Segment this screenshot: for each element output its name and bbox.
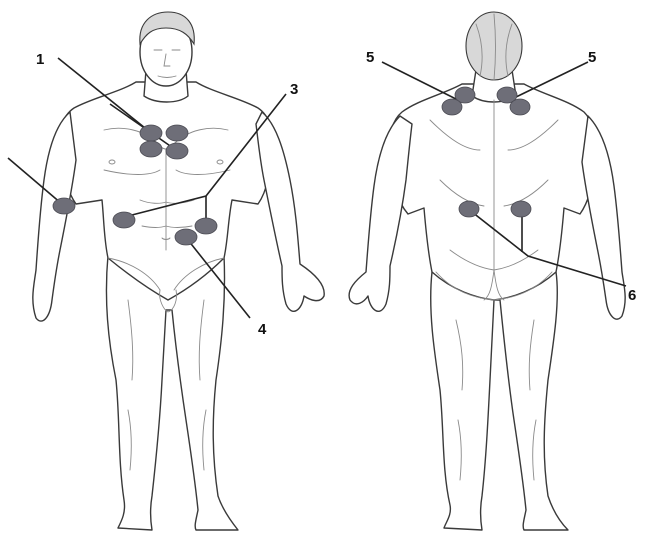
point-chest-3 [140,141,162,157]
point-back-right [511,201,531,217]
point-back-left [459,201,479,217]
point-flank-left [113,212,135,228]
point-flank-right [195,218,217,234]
point-chest-2 [166,125,188,141]
leader-5-right [514,62,588,98]
leader-5-left [382,62,458,100]
point-chest-4 [166,143,188,159]
point-neck-right-2 [510,99,530,115]
label-4: 4 [258,321,267,338]
front-figure [33,12,324,530]
label-3: 3 [290,81,298,98]
point-abdomen [175,229,197,245]
back-figure [349,12,625,530]
point-arm [53,198,75,214]
point-neck-left-2 [442,99,462,115]
point-chest-1 [140,125,162,141]
label-5-left: 5 [366,49,374,66]
label-5-right: 5 [588,49,596,66]
label-1: 1 [36,51,44,68]
label-6: 6 [628,287,636,304]
